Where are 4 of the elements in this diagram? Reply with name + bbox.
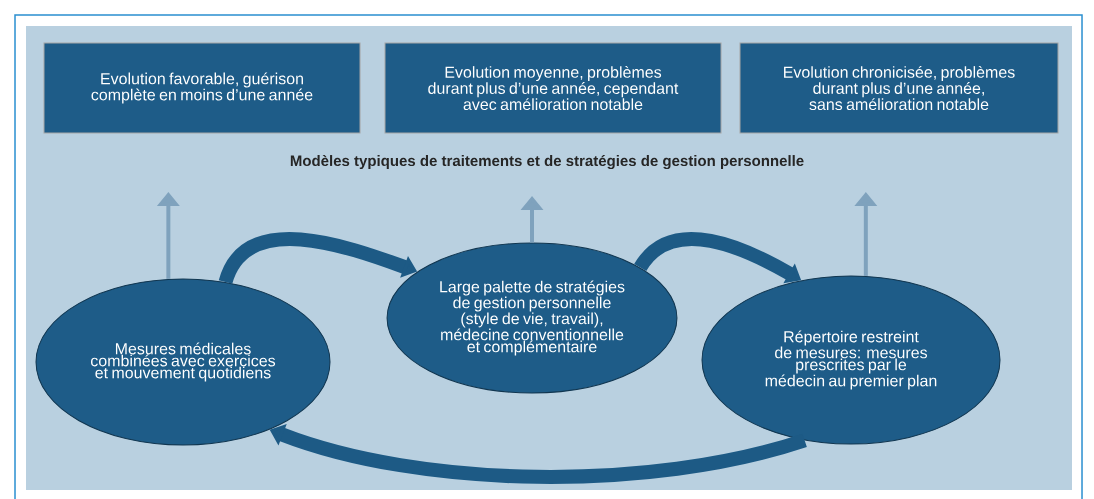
outcome-box: Evolution moyenne, problèmes durant plus d’une année, cependant avec amélioration notable — [384, 42, 722, 134]
heading: Modèles typiques de traitements et de stratégies de gestion personnelle — [290, 154, 804, 170]
outcome-box: Evolution favorable, guérison complète en moins d’une année — [43, 42, 361, 134]
outcome-box: Evolution chronicisée, problèmes durant plus d’une année, sans amélioration notable — [739, 42, 1059, 134]
